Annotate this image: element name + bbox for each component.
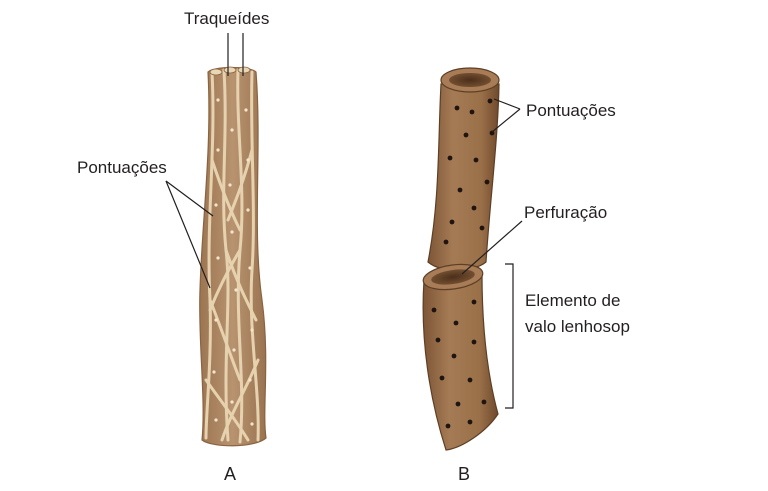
- perforation-label: Perfuração: [524, 203, 607, 222]
- vessel-element-upper: [427, 67, 500, 271]
- tracheids-label: Traqueídes: [184, 9, 269, 28]
- pits-left-leader-2: [165, 180, 211, 289]
- tracheid-top-ends: [209, 66, 251, 76]
- tracheid-bundle: [199, 66, 267, 447]
- pits-right-leader-2: [491, 108, 521, 133]
- tracheid-pits: [212, 98, 254, 426]
- vessel-lower-lumen: [431, 269, 475, 285]
- pits-right-leaders: [491, 98, 521, 133]
- pits-right-leader-1: [493, 98, 521, 110]
- panel-a-label: A: [224, 464, 236, 484]
- vessel-element-lower: [422, 263, 499, 451]
- vessel-element-bracket: [505, 263, 514, 409]
- vessel-lower-pits: [431, 299, 487, 429]
- tracheid-leaders: [227, 33, 244, 76]
- vessel-element-label-line2: valo lenhosop: [525, 317, 630, 336]
- perforation-leader: [461, 220, 523, 275]
- tracheid-fibers: [204, 68, 260, 444]
- vessel-upper-pits: [443, 98, 495, 245]
- vessel-upper-lumen: [449, 73, 491, 87]
- panel-b-label: B: [458, 464, 470, 484]
- pits-left-leaders: [165, 180, 214, 289]
- vessel-element-label-line1: Elemento de: [525, 291, 620, 310]
- pits-right-label: Pontuações: [526, 101, 616, 120]
- pits-left-leader-1: [165, 180, 214, 217]
- pits-left-label: Pontuações: [77, 158, 167, 177]
